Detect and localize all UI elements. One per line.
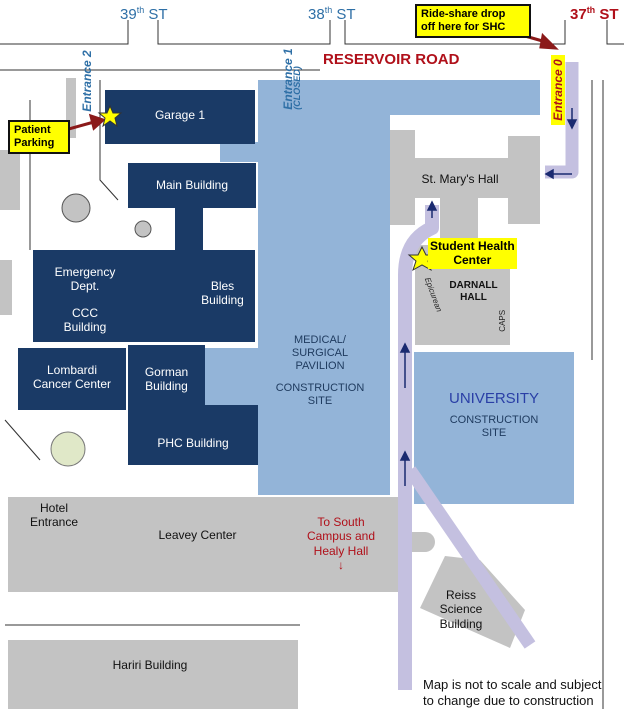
gorman-line-1: Gorman xyxy=(144,365,189,379)
direction-arrows xyxy=(399,108,578,486)
pavilion-label: MEDICAL/ SURGICAL PAVILION xyxy=(258,334,382,374)
reiss-line-3: Building xyxy=(439,616,483,631)
rideshare-line-2: off here for SHC xyxy=(421,21,506,34)
entrance-2-label: Entrance 2 xyxy=(80,50,94,112)
ccc-building-label: CCC Building xyxy=(40,306,130,335)
main-connector xyxy=(175,205,203,253)
garage-1-shape xyxy=(105,90,255,144)
west-gray-building xyxy=(0,150,20,210)
univ-site-line-1: CONSTRUCTION xyxy=(449,414,539,426)
pavilion-line-2: SURGICAL xyxy=(291,347,349,360)
entrance2-strip xyxy=(66,78,76,138)
pavilion-construction-label: CONSTRUCTION SITE xyxy=(258,382,382,408)
lombardi-shape xyxy=(18,348,126,410)
patient-parking-line-1: Patient xyxy=(14,124,51,136)
rideshare-callout: Ride-share drop off here for SHC xyxy=(415,4,531,39)
patient-parking-line-2: Parking xyxy=(14,137,55,150)
ccc-line-2: Building xyxy=(63,320,107,335)
roundabout-2 xyxy=(134,220,152,238)
to-south-campus-label: To South Campus and Healy Hall ↓ xyxy=(296,515,386,573)
emergency-dept-label: Emergency Dept. xyxy=(40,265,130,294)
lombardi-line-2: Cancer Center xyxy=(32,377,112,392)
university-label: UNIVERSITY xyxy=(448,390,539,407)
rideshare-line-1: Ride-share drop xyxy=(421,8,506,20)
pavilion-line-1: MEDICAL/ xyxy=(294,334,346,346)
bles-building-label: Bles Building xyxy=(185,279,260,308)
street-line-39th xyxy=(0,20,129,45)
street-line-38th-west xyxy=(157,20,331,45)
ccc-line-1: CCC xyxy=(72,306,98,320)
street-line-37th xyxy=(606,20,624,45)
diagonal-walking-path xyxy=(404,466,536,649)
rideshare-path xyxy=(545,62,579,179)
gorman-shape xyxy=(128,345,205,410)
darnall-line-2: HALL xyxy=(460,292,487,303)
leavey-center-shape xyxy=(8,497,400,592)
darnall-line-1: DARNALL xyxy=(449,280,498,291)
gorman-line-2: Building xyxy=(145,379,188,394)
main-building-shape xyxy=(128,163,256,208)
univ-site-line-2: SITE xyxy=(481,427,507,440)
disclaimer-line-1: Map is not to scale and subject xyxy=(423,677,602,692)
garage-1-label: Garage 1 xyxy=(154,108,206,122)
patient-parking-callout: Patient Parking xyxy=(8,120,70,155)
patient-parking-star-icon xyxy=(97,104,123,128)
south-line-2: Campus and xyxy=(306,529,376,544)
hotel-line-1: Hotel xyxy=(39,501,68,515)
ccc-bles-block xyxy=(33,250,255,342)
south-line-3: Healy Hall xyxy=(313,543,369,558)
student-health-center-label: Student Health Center xyxy=(428,238,517,269)
shc-line-2: Center xyxy=(453,253,492,268)
lombardi-label: Lombardi Cancer Center xyxy=(18,363,126,392)
bles-line-1: Bles xyxy=(210,279,235,293)
street-line-38th-east xyxy=(344,20,566,45)
university-construction-label: CONSTRUCTION SITE xyxy=(414,414,574,440)
entrance-1-closed-note: (CLOSED) xyxy=(292,66,302,110)
pavilion-construction-site xyxy=(205,80,540,495)
lombardi-line-1: Lombardi xyxy=(46,363,98,377)
main-building-label: Main Building xyxy=(155,178,229,192)
street-39th: 39th ST xyxy=(120,5,168,23)
shc-line-1: Student Health xyxy=(430,239,515,253)
main-walking-path xyxy=(398,205,439,690)
hotel-line-2: Entrance xyxy=(29,515,79,530)
darnall-hall-label: DARNALL HALL xyxy=(446,280,501,304)
pavilion-site-line-1: CONSTRUCTION xyxy=(275,382,365,394)
south-line-1: To South xyxy=(317,515,365,529)
hariri-building-label: Hariri Building xyxy=(112,658,188,672)
st-marys-east-wing xyxy=(508,136,540,224)
reiss-science-label: Reiss Science Building xyxy=(430,588,492,631)
emergency-line-2: Dept. xyxy=(70,279,100,294)
reiss-line-1: Reiss xyxy=(445,588,476,602)
reiss-science-shape xyxy=(420,556,525,648)
round-garden xyxy=(50,431,86,467)
leavey-center-label: Leavey Center xyxy=(158,528,237,542)
disclaimer-note: Map is not to scale and subject to chang… xyxy=(423,677,602,709)
entrance-0-label: Entrance 0 xyxy=(551,55,565,125)
street-38th: 38th ST xyxy=(308,5,356,23)
disclaimer-line-2: to change due to construction xyxy=(423,693,594,709)
south-arrow-icon: ↓ xyxy=(338,558,344,573)
reiss-line-2: Science xyxy=(439,602,483,617)
caps-label: CAPS xyxy=(498,309,508,332)
university-construction-site xyxy=(414,352,574,504)
street-37th: 37th ST xyxy=(570,5,619,23)
hariri-building-shape xyxy=(8,640,298,709)
phc-shape xyxy=(128,405,258,465)
west-gray-building-2 xyxy=(0,260,12,315)
diagonal-line xyxy=(4,419,41,461)
st-marys-hall-label: St. Mary's Hall xyxy=(421,172,499,186)
phc-building-label: PHC Building xyxy=(157,436,229,450)
bles-line-2: Building xyxy=(201,293,244,308)
emergency-line-1: Emergency xyxy=(54,265,116,279)
pavilion-site-line-2: SITE xyxy=(307,395,333,408)
roundabout-1 xyxy=(61,193,91,223)
reservoir-road-label: RESERVOIR ROAD xyxy=(323,51,460,68)
hotel-entrance-label: Hotel Entrance xyxy=(20,501,88,530)
gorman-building-label: Gorman Building xyxy=(128,365,205,394)
pavilion-line-3: PAVILION xyxy=(295,360,345,373)
